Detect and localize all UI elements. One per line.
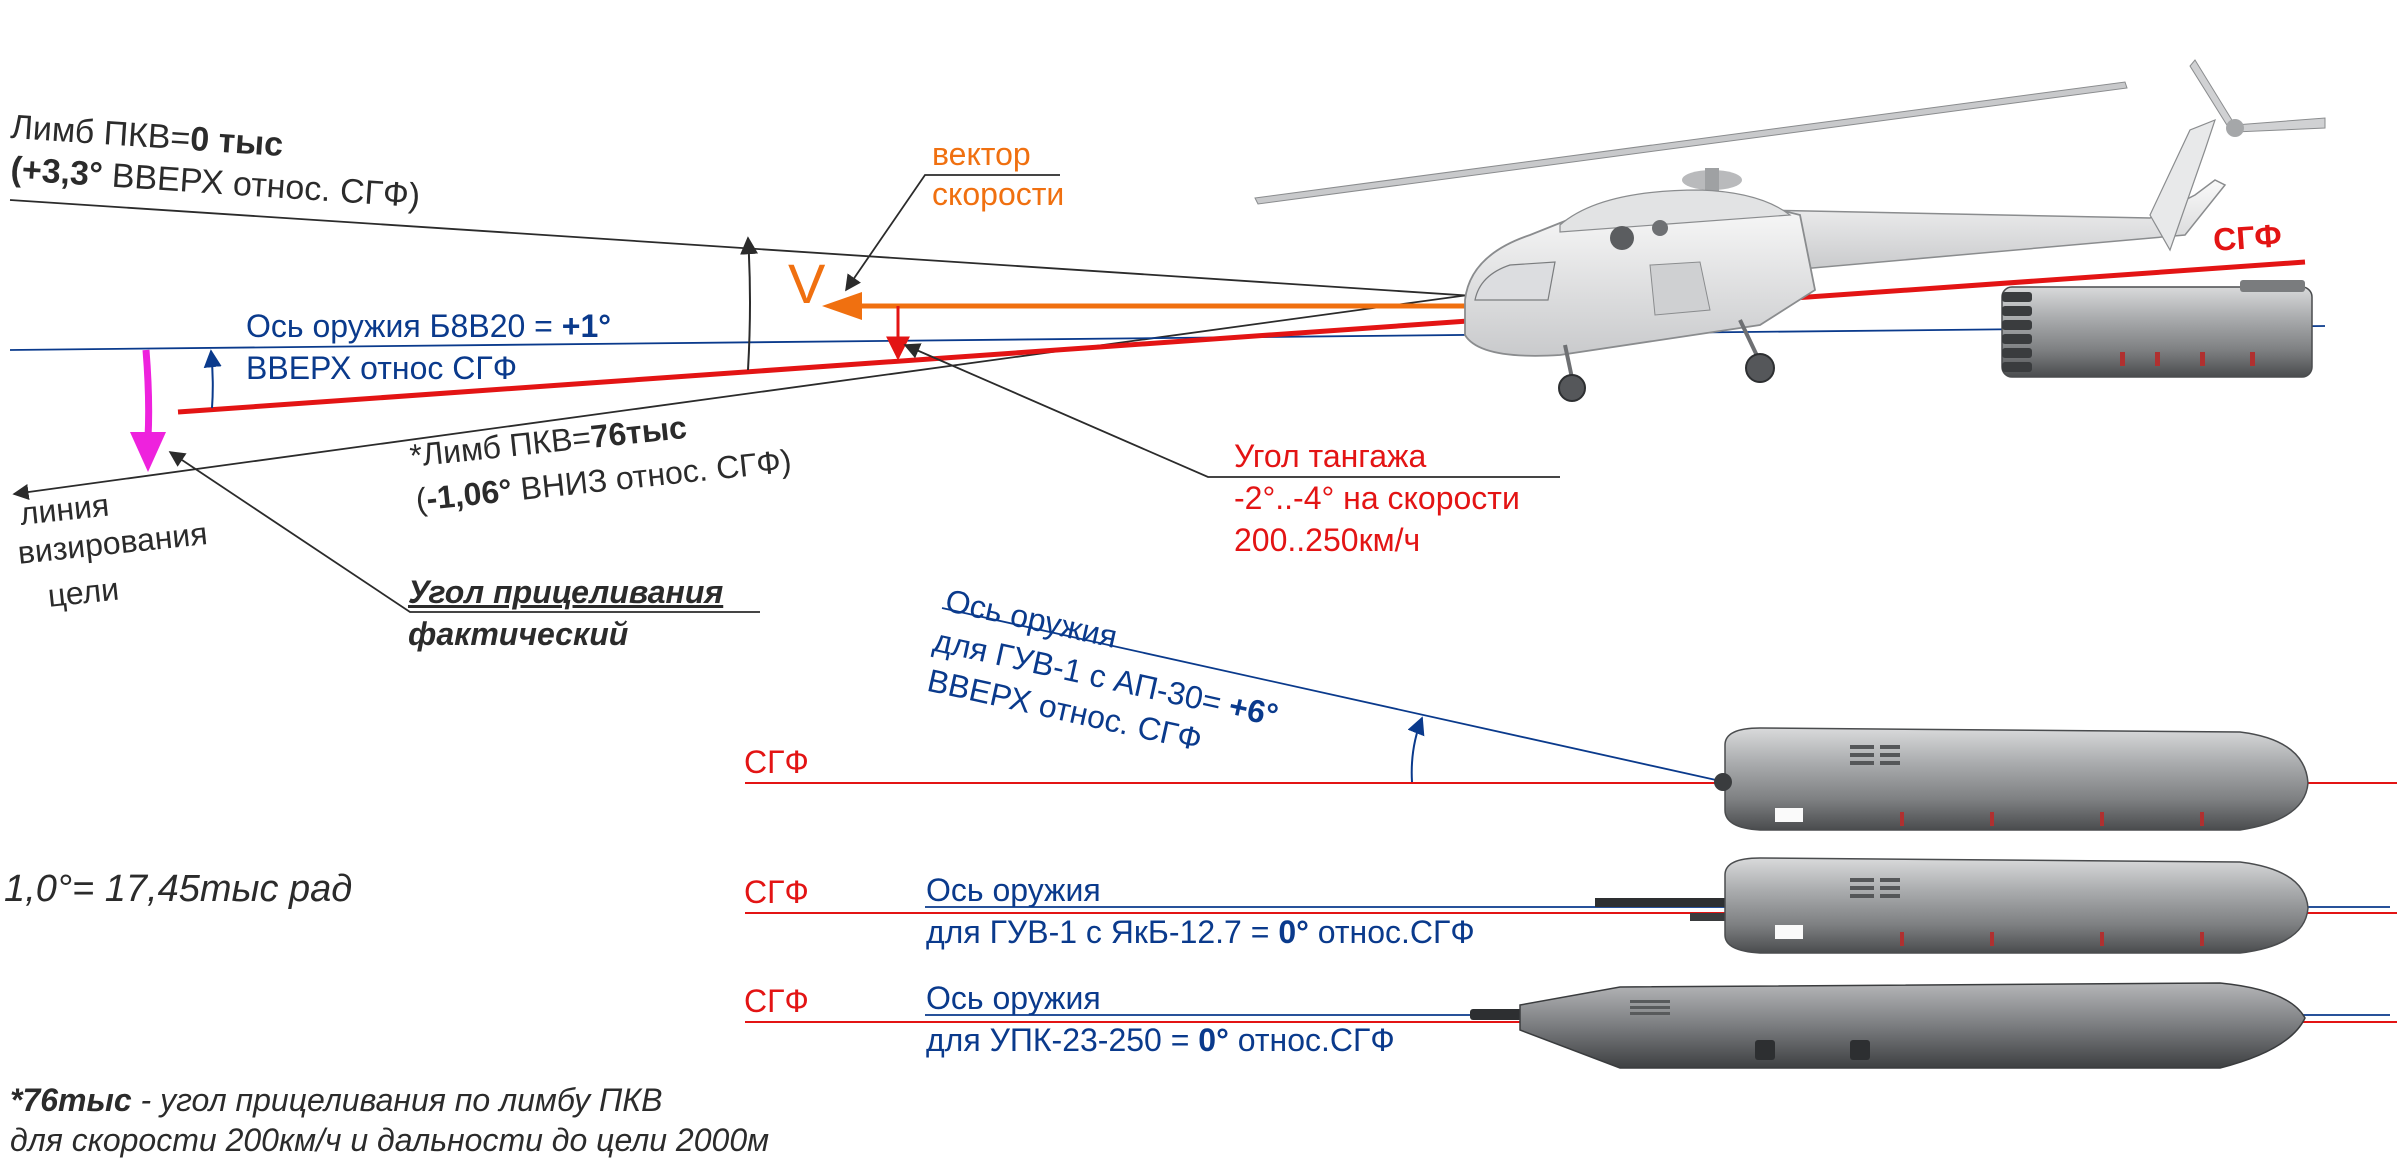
velocity-label-line1: вектор	[932, 136, 1031, 172]
sgf-label-3: СГФ	[744, 983, 809, 1019]
guv-yak-pod-image	[1595, 857, 2309, 954]
pitch-label-line1: Угол тангажа	[1234, 438, 1427, 474]
sgf-line-top	[177, 259, 2306, 415]
pitch-label-line3: 200..250км/ч	[1234, 522, 1421, 558]
sgf-label-2: СГФ	[744, 874, 809, 910]
limb-angle-arc	[740, 236, 759, 371]
b8v20-axis-label-line1: Ось оружия Б8В20 = +1°	[246, 308, 612, 344]
aim-angle-label-line1: Угол прицеливания	[408, 574, 724, 610]
weapon-axis-b8v20	[9, 325, 2326, 351]
guv-ap30-pod-image	[1714, 727, 2309, 831]
guv-yak-label-line2: для ГУВ-1 с ЯкБ-12.7 = 0° относ.СГФ	[926, 914, 1475, 950]
sgf-top-label: СГФ	[2212, 217, 2283, 258]
limb-zero-line	[9, 199, 1506, 299]
upk-label-line1: Ось оружия	[926, 980, 1101, 1016]
sight-line-label-line3: цели	[46, 570, 121, 614]
upk-label-line2: для УПК-23-250 = 0° относ.СГФ	[926, 1022, 1395, 1058]
velocity-label-line2: скорости	[932, 176, 1065, 212]
b8v20-axis-label-line2: ВВЕРХ относ СГФ	[246, 350, 518, 386]
footnote-line1: *76тыс - угол прицеливания по лимбу ПКВ	[10, 1082, 663, 1118]
guv-yak-label-line1: Ось оружия	[926, 872, 1101, 908]
velocity-symbol: V	[788, 252, 826, 315]
sgf-label-1: СГФ	[744, 744, 809, 780]
velocity-leader	[845, 174, 1060, 292]
aim-angle-arrow	[142, 349, 153, 439]
aim-angle-arrowhead	[130, 432, 166, 472]
upk-pod-image	[1470, 982, 2306, 1069]
footnote-line2: для скорости 200км/ч и дальности до цели…	[10, 1122, 770, 1158]
aim-leader	[168, 451, 760, 613]
helicopter-image	[1254, 59, 2326, 402]
velocity-arrowhead	[822, 292, 862, 320]
guv-ap30-angle-arrow	[1407, 716, 1425, 783]
pitch-leader	[903, 343, 1560, 478]
b8v20-pod-image	[2001, 280, 2313, 378]
aim-angle-label-line2: фактический	[408, 616, 629, 652]
conversion-note: 1,0°= 17,45тыс рад	[4, 868, 353, 910]
b8v20-angle-arrow	[203, 349, 222, 409]
sight-line	[12, 289, 1506, 501]
pitch-label-line2: -2°..-4° на скорости	[1234, 480, 1520, 516]
